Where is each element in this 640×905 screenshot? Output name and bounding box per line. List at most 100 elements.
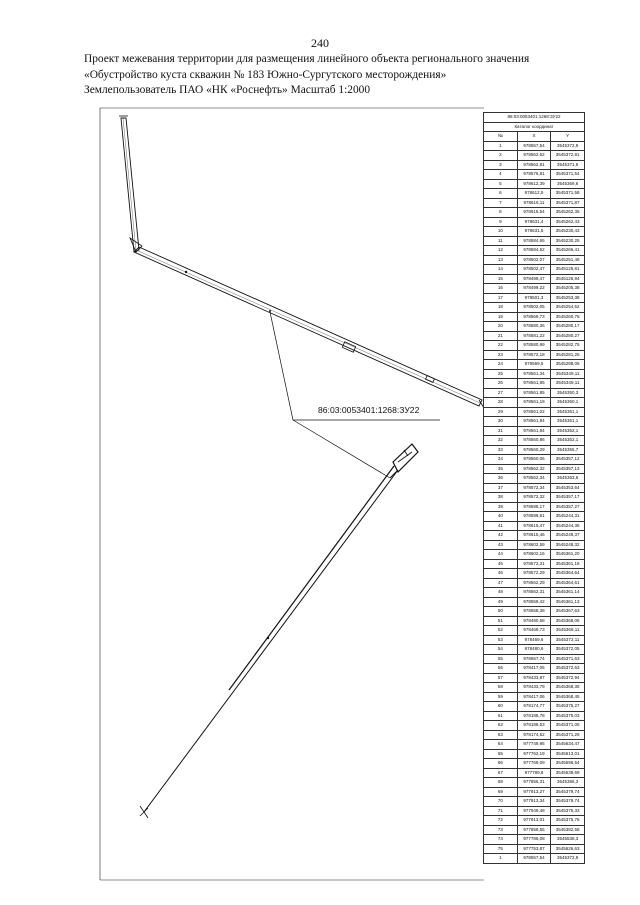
row-number: 1 xyxy=(483,853,518,864)
row-number: 51 xyxy=(483,615,518,626)
coord-y: 3545371,54 xyxy=(550,169,585,180)
row-number: 36 xyxy=(483,473,518,484)
road-strip-vertical xyxy=(120,117,140,253)
coord-x: 977762,19 xyxy=(516,748,552,759)
coord-x: 978580,99 xyxy=(516,340,552,351)
coord-y: 3545371,58 xyxy=(550,188,585,199)
coord-x: 978569,73 xyxy=(516,311,552,322)
row-number: 9 xyxy=(483,216,518,227)
coord-x: 978433,79 xyxy=(516,682,552,693)
row-number: 7 xyxy=(483,197,518,208)
coord-y: 3545371,87 xyxy=(550,197,585,208)
coord-y: 3545244,31 xyxy=(550,511,585,522)
coord-x: 978501,3 xyxy=(516,292,552,303)
coord-x: 978576,81 xyxy=(516,169,552,180)
coord-x: 977789,8 xyxy=(516,767,552,778)
coord-y: 3545379,74 xyxy=(550,796,585,807)
coord-y: 3545262,35 xyxy=(550,207,585,218)
coord-x: 977769,09 xyxy=(516,758,552,769)
coord-y: 3545244,36 xyxy=(550,520,585,531)
coord-x: 977859,55 xyxy=(516,824,552,835)
coord-y: 3545371,29 xyxy=(550,729,585,740)
coord-x: 978174,52 xyxy=(516,729,552,740)
coord-x: 978572,18 xyxy=(516,349,552,360)
coord-x: 977856,31 xyxy=(516,777,552,788)
row-number: 50 xyxy=(483,606,518,617)
row-number: 8 xyxy=(483,207,518,218)
coord-y: 3545355,7 xyxy=(550,444,585,455)
coord-y: 3545281,25 xyxy=(550,349,585,360)
coord-y: 3545538,3 xyxy=(550,834,585,845)
coord-x: 978580,36 xyxy=(516,321,552,332)
coord-y: 3545352,1 xyxy=(550,425,585,436)
coord-y: 3545372,11 xyxy=(550,634,585,645)
row-number: 41 xyxy=(483,520,518,531)
marker-point xyxy=(184,270,188,274)
coord-y: 3545126,81 xyxy=(550,264,585,275)
header-line-3: Землепользователь ПАО «НК «Роснефть» Мас… xyxy=(84,84,371,96)
row-number: 15 xyxy=(483,273,518,284)
row-number: 2 xyxy=(483,150,518,161)
row-number: 23 xyxy=(483,349,518,360)
coord-y: 3545357,17 xyxy=(550,492,585,503)
coord-x: 977949,48 xyxy=(516,805,552,816)
coord-x: 978584,65 xyxy=(516,235,552,246)
coord-x: 978631,5 xyxy=(516,226,552,237)
coord-y: 3545371,6 xyxy=(550,159,585,170)
row-number: 11 xyxy=(483,235,518,246)
coord-x: 978602,16 xyxy=(516,549,552,560)
coord-y: 3545372,9 xyxy=(550,853,585,864)
leader-line xyxy=(292,419,391,479)
coord-x: 978562,81 xyxy=(516,159,552,170)
page-number: 240 xyxy=(311,36,329,50)
row-number: 53 xyxy=(483,634,518,645)
coord-y: 3545626,63 xyxy=(550,843,585,854)
row-number: 54 xyxy=(483,644,518,655)
coord-y: 3545254,52 xyxy=(550,302,585,313)
coord-x: 978569,5 xyxy=(516,359,552,370)
row-number: 66 xyxy=(483,758,518,769)
row-number: 20 xyxy=(483,321,518,332)
coord-y: 3545253,38 xyxy=(550,292,585,303)
coord-x: 978188,53 xyxy=(516,720,552,731)
row-number: 32 xyxy=(483,435,518,446)
coord-y: 3545349,11 xyxy=(550,378,585,389)
coord-x: 978612,39 xyxy=(516,178,552,189)
row-number: 18 xyxy=(483,302,518,313)
coord-x: 978561,85 xyxy=(516,387,552,398)
pad-detail xyxy=(403,449,409,457)
row-number: 69 xyxy=(483,786,518,797)
coord-y: 3545126,94 xyxy=(550,273,585,284)
road-axis-vertical xyxy=(122,117,137,252)
coord-x: 978561,34 xyxy=(516,368,552,379)
row-number: 22 xyxy=(483,340,518,351)
row-number: 27 xyxy=(483,387,518,398)
coord-y: 3545367,63 xyxy=(550,606,585,617)
coord-x: 977913,34 xyxy=(516,796,552,807)
row-number: 74 xyxy=(483,834,518,845)
row-number: 72 xyxy=(483,815,518,826)
coord-y: 3545280,27 xyxy=(550,330,585,341)
pipeline-line xyxy=(228,465,395,691)
row-number: 55 xyxy=(483,653,518,664)
coord-x: 978572,32 xyxy=(516,492,552,503)
row-number: 14 xyxy=(483,264,518,275)
row-number: 71 xyxy=(483,805,518,816)
